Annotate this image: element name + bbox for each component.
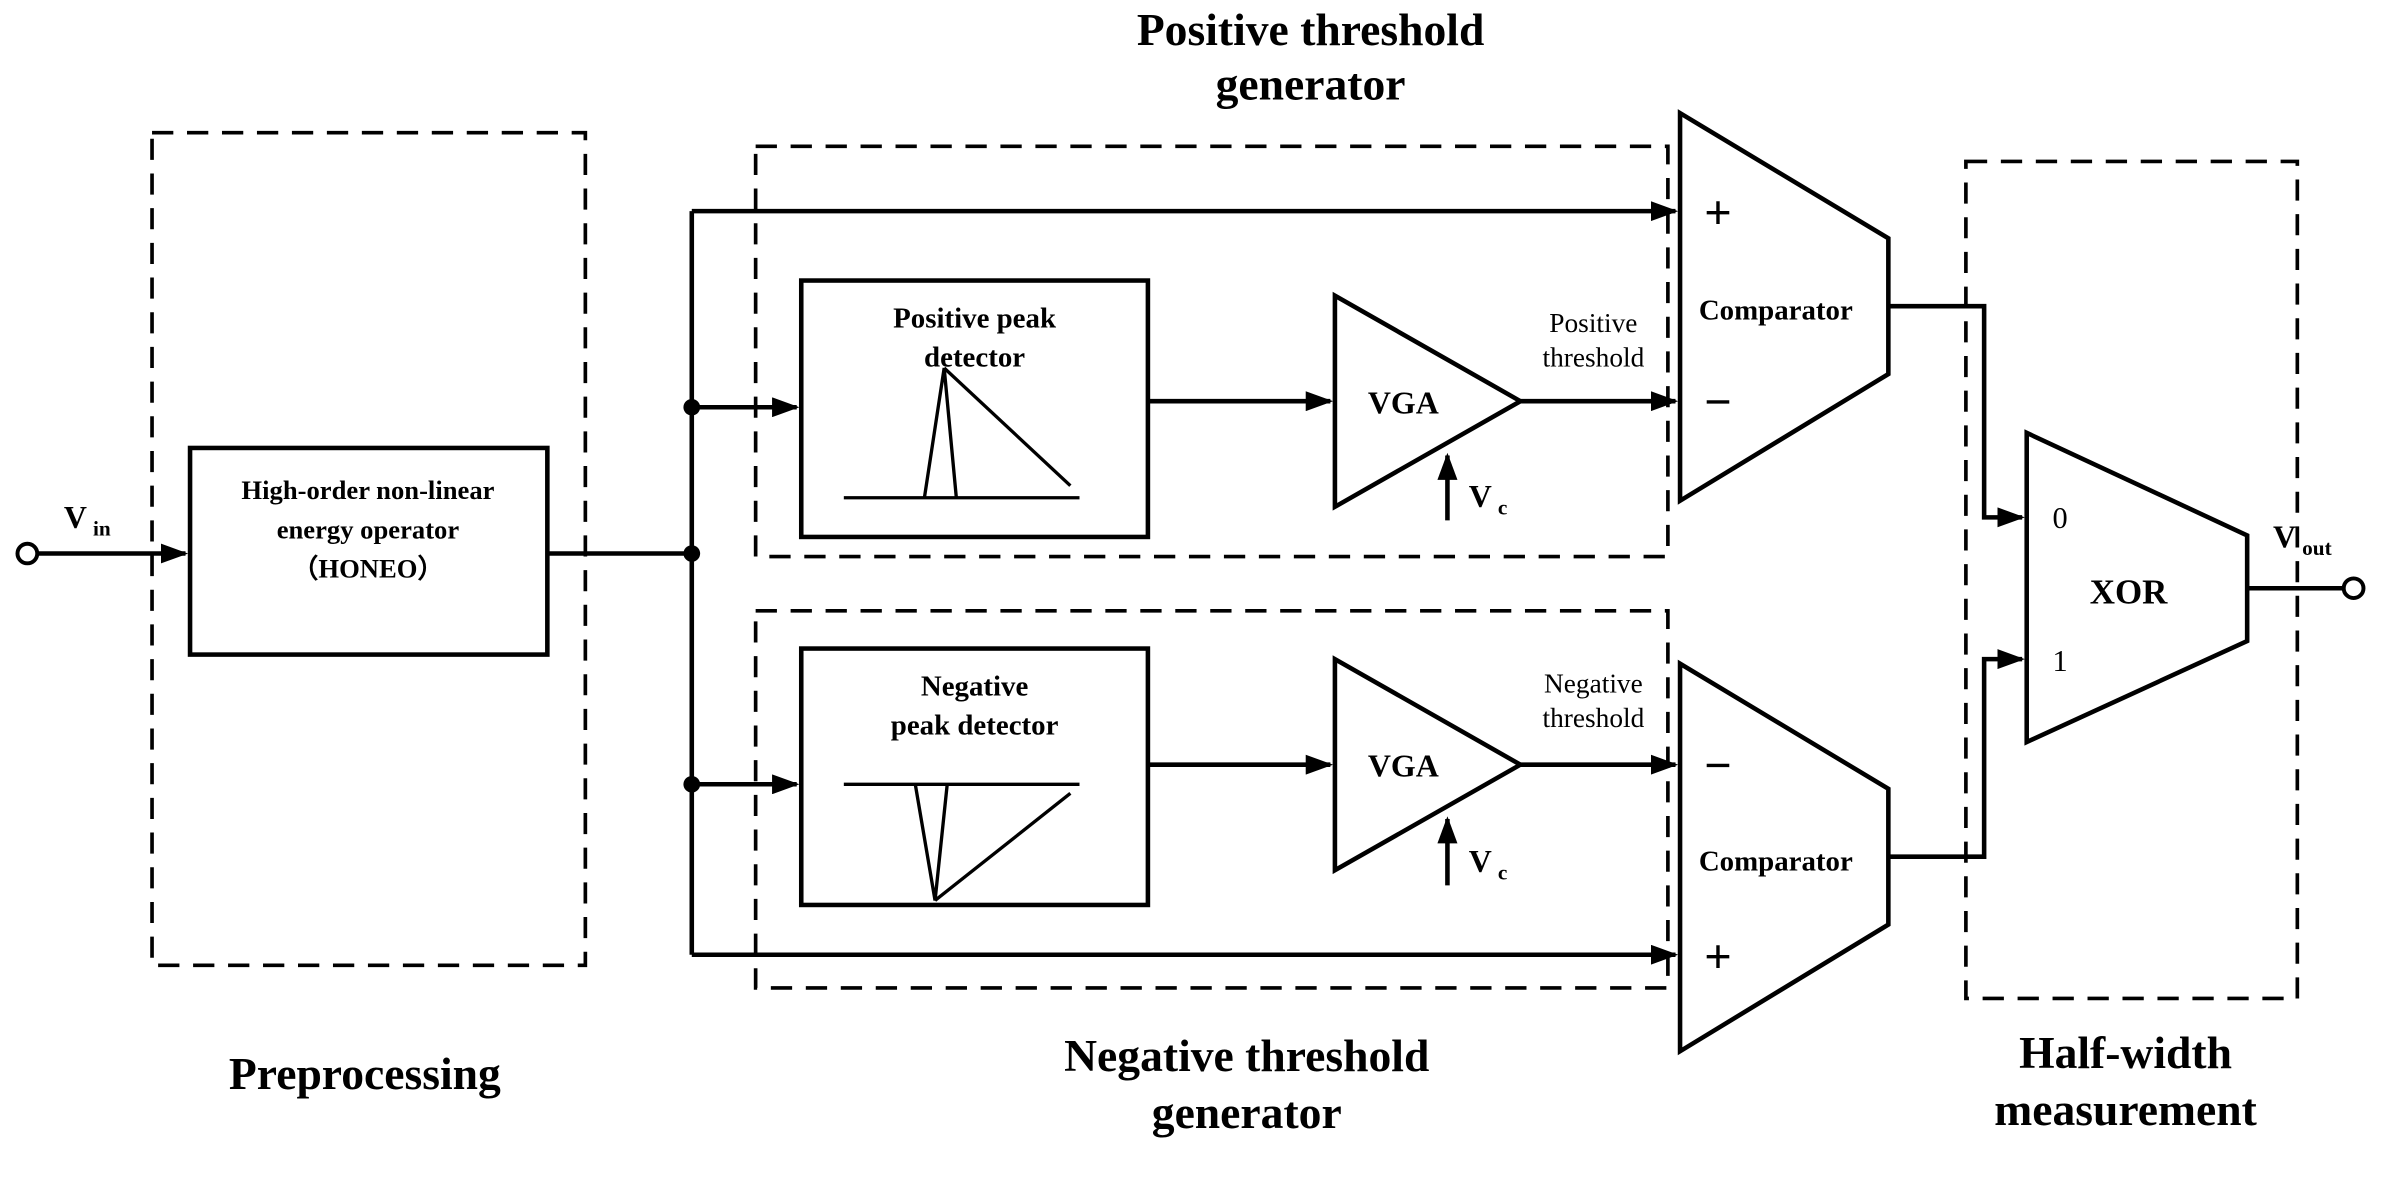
vin-sub: in xyxy=(93,517,111,541)
vga-upper-triangle xyxy=(1332,291,1525,511)
negative-generator-title-line1: Negative threshold xyxy=(1064,1031,1429,1081)
vc-lower-label: V c xyxy=(1469,844,1508,884)
positive-peak-label-line2: detector xyxy=(924,342,1025,374)
honeo-block xyxy=(187,445,550,657)
comparator-upper-label: Comparator xyxy=(1699,295,1853,327)
positive-generator-title-line2: generator xyxy=(1216,60,1406,110)
negative-generator-title-line2: generator xyxy=(1152,1088,1342,1138)
vc-upper-sub: c xyxy=(1498,495,1507,519)
positive-threshold-label-line1: Positive xyxy=(1549,308,1637,338)
vout-sub: out xyxy=(2302,536,2332,560)
negative-threshold-generator-region-box xyxy=(753,609,1670,990)
vga-lower-label: VGA xyxy=(1368,749,1439,784)
half-width-measurement-region-box xyxy=(1964,159,2300,1001)
vout-label: V out xyxy=(2273,520,2332,560)
positive-generator-title-line1: Positive threshold xyxy=(1137,5,1485,55)
output-terminal xyxy=(2341,576,2366,600)
vc-upper-label: V c xyxy=(1469,479,1508,519)
junction-dot xyxy=(683,398,701,416)
preprocessing-region-box xyxy=(150,130,588,968)
negative-peak-label-line2: peak detector xyxy=(891,710,1059,742)
vout-v: V xyxy=(2273,520,2296,555)
vga-upper-label: VGA xyxy=(1368,385,1439,420)
vin-label: V in xyxy=(64,500,111,540)
wire-upper-comparator-to-xor xyxy=(1888,303,2025,528)
comparator-upper-shape xyxy=(1677,109,1891,505)
junction-dot xyxy=(683,775,701,793)
comparator-lower-minus-sign: − xyxy=(1704,739,1732,792)
negative-peak-detector-block xyxy=(798,646,1151,908)
honeo-label-line2: energy operator xyxy=(277,515,460,545)
positive-threshold-generator-region-box xyxy=(753,144,1670,559)
honeo-label-line1: High-order non-linear xyxy=(241,475,494,505)
negative-threshold-label-line2: threshold xyxy=(1542,703,1644,733)
comparator-lower-shape xyxy=(1677,659,1891,1056)
junction-dot xyxy=(683,545,701,562)
honeo-label-line3: （HONEO） xyxy=(292,554,444,584)
positive-threshold-label-line2: threshold xyxy=(1542,343,1644,373)
xor-input1-label: 1 xyxy=(2053,644,2068,678)
vc-lower-sub: c xyxy=(1498,860,1507,884)
positive-peak-waveform xyxy=(843,366,1080,500)
vc-upper-v: V xyxy=(1469,479,1492,514)
xor-label: XOR xyxy=(2090,572,2169,611)
preprocessing-title: Preprocessing xyxy=(229,1049,501,1099)
comparator-lower-plus-sign: + xyxy=(1704,931,1732,984)
half-width-title-line1: Half-width xyxy=(2019,1028,2232,1078)
negative-peak-label-line1: Negative xyxy=(921,670,1029,702)
comparator-upper-minus-sign: − xyxy=(1704,376,1732,429)
xor-input0-label: 0 xyxy=(2053,501,2068,535)
positive-peak-detector-block xyxy=(798,278,1151,540)
wire-lower-comparator-to-xor xyxy=(1888,649,2025,859)
input-terminal xyxy=(15,541,40,566)
comparator-lower-label: Comparator xyxy=(1699,845,1853,877)
negative-threshold-label-line1: Negative xyxy=(1544,668,1643,698)
negative-peak-waveform xyxy=(843,782,1080,902)
xor-shape xyxy=(2024,429,2250,746)
vga-lower-triangle xyxy=(1332,655,1525,875)
half-width-title-line2: measurement xyxy=(1994,1085,2257,1135)
vc-lower-v: V xyxy=(1469,844,1492,879)
positive-peak-label-line1: Positive peak xyxy=(893,302,1056,334)
vin-v: V xyxy=(64,500,87,535)
comparator-upper-plus-sign: + xyxy=(1704,187,1732,240)
